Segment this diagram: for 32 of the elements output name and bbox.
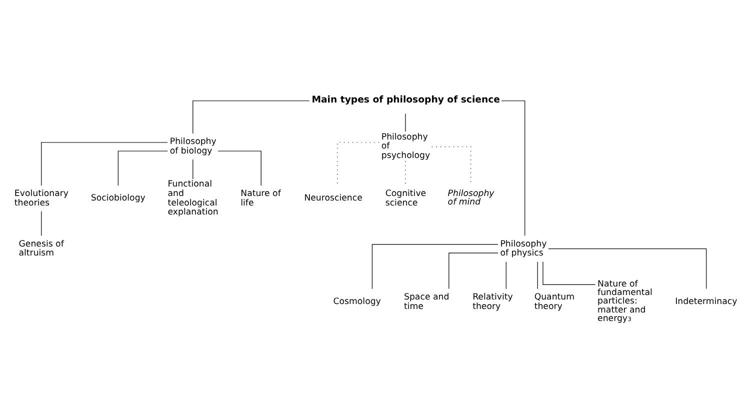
node-text: Philosophy of mind <box>448 189 494 208</box>
node-text: Neuroscience <box>304 194 362 204</box>
connector <box>41 211 42 236</box>
connector <box>506 262 507 290</box>
node-text: Philosophy of psychology <box>381 132 430 161</box>
connector <box>218 150 262 186</box>
node-text: Indeterminacy <box>675 297 738 308</box>
node-text: Relativity theory <box>472 292 513 312</box>
connector <box>372 244 498 290</box>
connector <box>501 100 526 236</box>
connector <box>405 113 406 132</box>
connector <box>548 248 707 290</box>
node-text: Philosophy of physics <box>500 239 547 259</box>
node-text: Philosophy of biology <box>170 136 216 156</box>
node-text: Sociobiology <box>90 194 146 204</box>
connector <box>118 150 168 186</box>
connector <box>192 159 194 180</box>
connector <box>337 142 380 186</box>
connector <box>41 142 168 186</box>
node-text: Genesis of altruism <box>18 239 64 259</box>
connector <box>542 261 596 285</box>
node-text: Cognitive science <box>385 189 426 208</box>
connector <box>448 252 498 290</box>
connector <box>192 100 310 134</box>
node-text: Nature of life <box>240 189 281 208</box>
node-text: Quantum theory <box>534 292 575 312</box>
node-text: Cosmology <box>333 297 381 308</box>
node-text: Space and time <box>404 292 450 312</box>
node-text: Evolutionary theories <box>14 189 68 208</box>
node-text: Functional and teleological explanation <box>168 180 218 218</box>
connector <box>537 262 538 290</box>
node-text: Main types of philosophy of science <box>312 94 500 106</box>
